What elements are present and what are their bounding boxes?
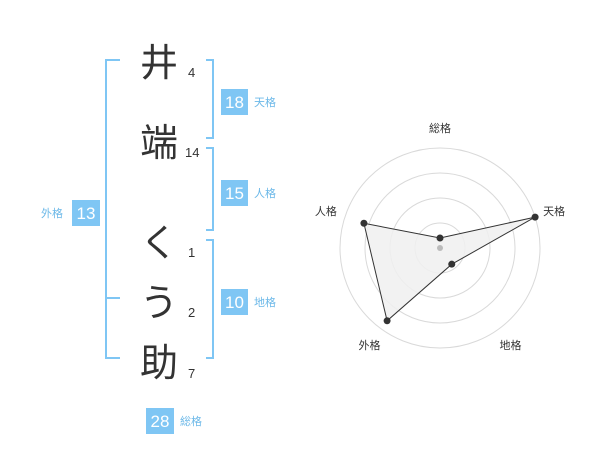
soukaku-value: 28 (151, 412, 170, 431)
radar-axis-label-3: 地格 (500, 338, 522, 352)
radar-axis-label-2: 天格 (543, 204, 565, 218)
jinkaku-box (221, 180, 248, 206)
radar-axis-label-4: 外格 (359, 338, 381, 352)
name-char-2: 端 (140, 121, 178, 165)
name-char-4: う (140, 281, 178, 325)
stroke-count-3: 1 (188, 245, 195, 260)
radar-point-3 (448, 260, 456, 268)
chikaku-bracket (206, 239, 214, 359)
radar-ring-4 (339, 147, 541, 349)
name-char-5: 助 (140, 341, 178, 385)
radar-point-1 (436, 234, 444, 242)
radar-point-2 (531, 213, 539, 221)
stroke-count-5: 7 (188, 366, 195, 381)
tenkaku-label: 天格 (254, 95, 276, 109)
radar-point-4 (383, 317, 391, 325)
chikaku-value: 10 (225, 293, 244, 312)
gaikaku-box (72, 200, 100, 226)
jinkaku-label: 人格 (254, 186, 276, 200)
soukaku-box (146, 408, 174, 434)
radar-axis-label-5: 人格 (315, 204, 337, 218)
jinkaku-value: 15 (225, 184, 244, 203)
tenkaku-box (221, 89, 248, 115)
tenkaku-bracket (206, 59, 214, 139)
radar-point-5 (360, 219, 368, 227)
radar-ring-3 (364, 172, 516, 324)
chikaku-label: 地格 (254, 295, 276, 309)
name-char-3: く (140, 221, 178, 265)
stroke-count-2: 14 (185, 145, 199, 160)
soukaku-label: 総格 (180, 414, 202, 428)
gaikaku-bracket (105, 59, 120, 359)
jinkaku-bracket (206, 147, 214, 231)
name-char-1: 井 (140, 41, 178, 85)
stroke-count-4: 2 (188, 305, 195, 320)
radar-center-point (437, 245, 443, 251)
chikaku-box (221, 289, 248, 315)
radar-axis-label-1: 総格 (429, 121, 451, 135)
radar-data-area (363, 216, 536, 322)
gaikaku-value: 13 (77, 204, 96, 223)
tenkaku-value: 18 (225, 93, 244, 112)
stroke-count-1: 4 (188, 65, 195, 80)
gaikaku-label: 外格 (41, 206, 63, 220)
